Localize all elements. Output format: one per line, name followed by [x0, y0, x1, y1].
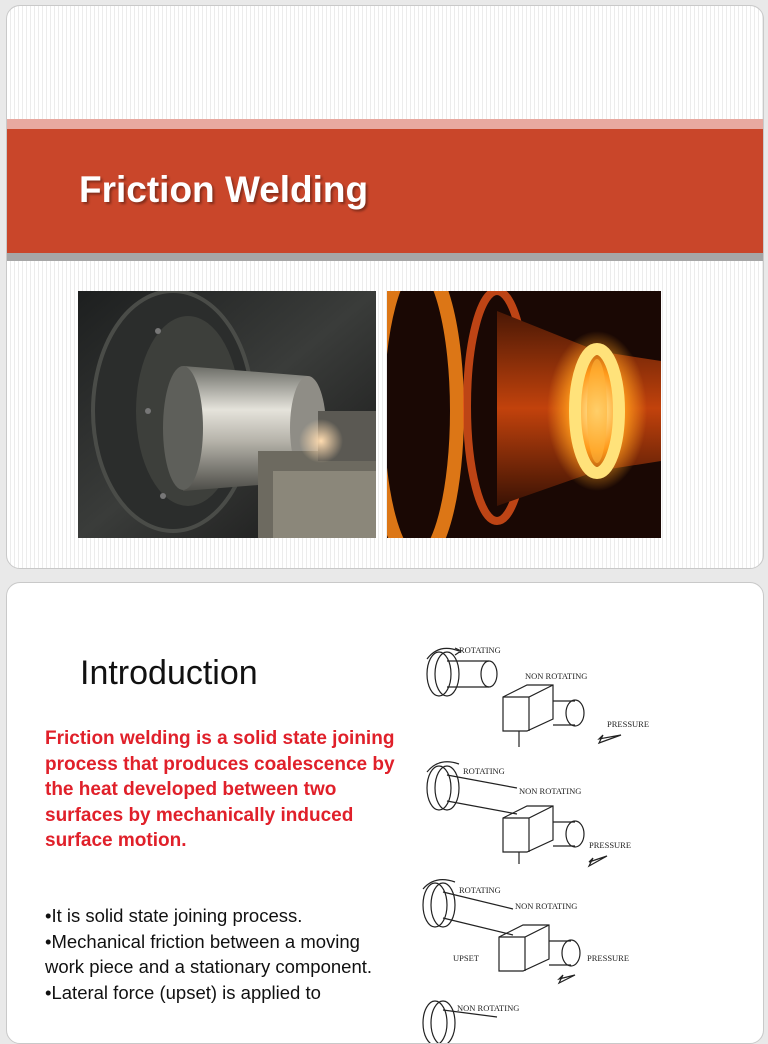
svg-text:ROTATING: ROTATING [459, 645, 501, 655]
svg-text:NON ROTATING: NON ROTATING [515, 901, 577, 911]
bullet-item: •Lateral force (upset) is applied to [45, 981, 321, 1003]
glowing-weld-photo [387, 291, 661, 538]
svg-text:PRESSURE: PRESSURE [587, 953, 629, 963]
svg-text:ROTATING: ROTATING [463, 766, 505, 776]
introduction-heading: Introduction [80, 654, 258, 692]
definition-text: Friction welding is a solid state joinin… [45, 728, 395, 851]
svg-text:UPSET: UPSET [453, 953, 480, 963]
bullet-item: •It is solid state joining process. [45, 905, 303, 926]
svg-text:PRESSURE: PRESSURE [607, 719, 649, 729]
svg-text:NON ROTATING: NON ROTATING [525, 671, 587, 681]
bullet-list: •It is solid state joining process. •Mec… [45, 903, 390, 1005]
slide-title: Friction Welding [79, 169, 369, 210]
svg-text:ROTATING: ROTATING [459, 885, 501, 895]
divider-strip [7, 253, 763, 261]
diagram-stage-4: NON ROTATING [407, 987, 677, 1043]
diagram-stage-2: ROTATING NON ROTATING PRESSURE [407, 758, 677, 873]
svg-text:PRESSURE: PRESSURE [589, 840, 631, 850]
introduction-slide: Introduction Friction welding is a solid… [6, 582, 764, 1044]
svg-text:NON ROTATING: NON ROTATING [519, 786, 581, 796]
diagram-stage-1: ROTATING NON ROTATING PRESSURE [407, 639, 677, 759]
accent-strip [7, 119, 763, 129]
title-band [7, 129, 763, 253]
diagram-stage-3: ROTATING NON ROTATING UPSET PRESSURE [407, 879, 677, 989]
bullet-item: •Mechanical friction between a moving wo… [45, 930, 373, 978]
friction-welding-machine-photo [78, 291, 376, 538]
title-slide: Friction Welding [6, 5, 764, 569]
svg-text:NON ROTATING: NON ROTATING [457, 1003, 519, 1013]
